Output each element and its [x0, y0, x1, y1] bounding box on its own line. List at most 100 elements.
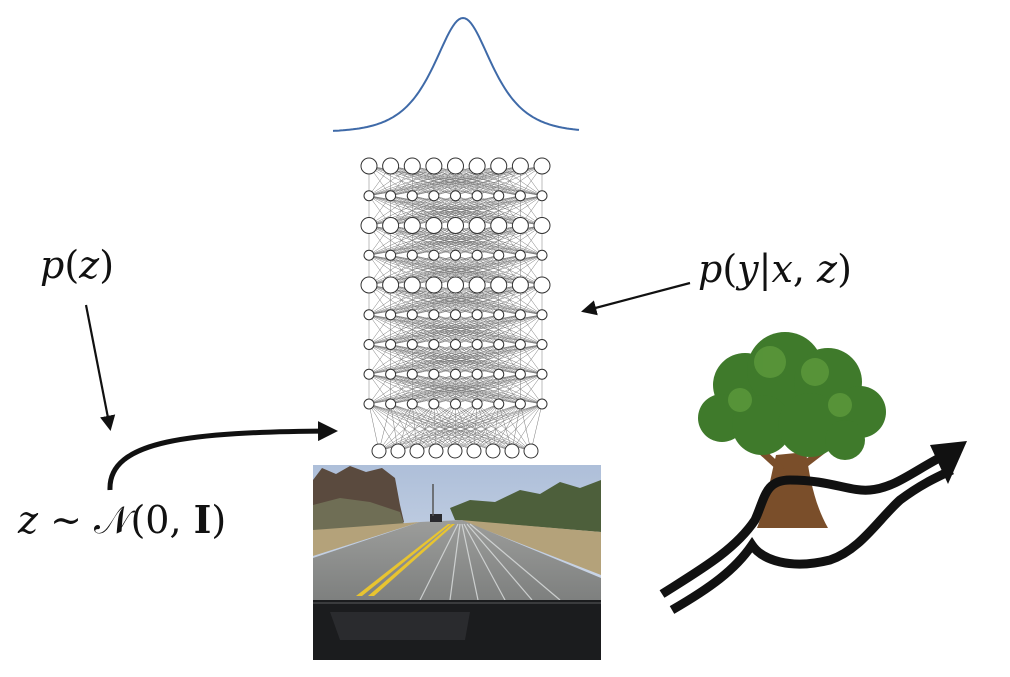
network-edge — [454, 403, 456, 452]
network-edge — [378, 403, 456, 452]
network-edge — [492, 403, 543, 452]
network-edge — [476, 403, 513, 452]
network-node — [466, 443, 482, 459]
prior-label: p(z) — [40, 243, 114, 287]
network-node — [382, 217, 400, 234]
network-edge — [368, 403, 418, 452]
network-edge — [492, 403, 499, 452]
network-edge — [433, 403, 437, 452]
network-edge — [368, 374, 456, 405]
network-edge — [390, 374, 543, 405]
network-node — [447, 443, 463, 459]
likelihood-label-x: x — [771, 247, 792, 291]
network-edge — [378, 403, 413, 452]
network-edge — [368, 225, 543, 256]
network-node — [536, 190, 548, 202]
network-edge — [416, 403, 456, 452]
network-node — [382, 276, 400, 294]
network-node — [514, 368, 526, 380]
network-edge — [368, 403, 494, 452]
network-edge — [498, 403, 513, 452]
network-edge — [368, 374, 434, 405]
network-node — [382, 157, 400, 175]
network-edge — [477, 225, 543, 256]
network-edge — [368, 374, 521, 405]
network-edge — [368, 374, 413, 405]
network-node — [471, 249, 483, 261]
sample-label-tilde: ∼ — [38, 498, 94, 542]
sample-label-z: z — [17, 498, 39, 542]
network-node — [363, 309, 375, 321]
network-edge — [498, 255, 543, 286]
network-edge — [390, 403, 494, 452]
network-edge — [378, 403, 521, 452]
network-edge — [368, 225, 434, 256]
network-edge — [368, 403, 399, 452]
network-edge — [433, 314, 543, 345]
network-node — [406, 398, 418, 410]
network-edge — [416, 403, 499, 452]
network-node — [425, 157, 443, 175]
prior-label-close: ) — [99, 243, 114, 287]
likelihood-label-comma: , — [793, 247, 817, 291]
network-edge — [511, 403, 521, 452]
network-node — [468, 276, 486, 294]
network-node — [514, 249, 526, 261]
tree-icon — [698, 332, 886, 528]
network-edge — [368, 225, 456, 256]
network-node — [511, 157, 529, 175]
sample-label-close: ) — [211, 498, 226, 542]
network-edge — [390, 403, 437, 452]
network-node — [371, 443, 387, 459]
gaussian-curve-icon — [332, 16, 580, 132]
network-node — [450, 309, 461, 321]
network-edge — [476, 403, 494, 452]
network-edge — [473, 403, 543, 452]
network-edge — [455, 403, 475, 452]
network-edge — [368, 314, 521, 345]
network-edge — [368, 195, 543, 226]
network-edge — [433, 374, 543, 405]
network-node — [406, 368, 418, 380]
network-node — [533, 217, 551, 234]
network-edge — [397, 403, 478, 452]
network-node — [450, 398, 461, 410]
network-edge — [368, 255, 434, 286]
network-edge — [511, 403, 543, 452]
network-node — [428, 309, 440, 321]
network-node — [428, 190, 440, 202]
network-edge — [368, 165, 413, 196]
network-edge — [530, 403, 543, 452]
network-node — [385, 398, 397, 410]
network-node — [406, 339, 418, 350]
network-node — [490, 157, 508, 175]
network-edge — [412, 403, 456, 452]
sample-label-identity: I — [194, 497, 212, 542]
network-edge — [498, 344, 543, 375]
network-edge — [435, 403, 521, 452]
network-node — [403, 217, 421, 234]
network-edge — [368, 284, 434, 315]
network-edge — [368, 374, 478, 405]
network-node — [447, 276, 464, 294]
network-edge — [455, 344, 543, 375]
network-edge — [390, 403, 399, 452]
network-edge — [473, 403, 499, 452]
network-node — [447, 157, 464, 175]
network-edge — [368, 344, 521, 375]
network-node — [363, 339, 375, 350]
network-node — [514, 398, 526, 410]
road-image — [313, 465, 601, 660]
network-edge — [416, 403, 478, 452]
network-node — [363, 190, 375, 202]
likelihood-label-open: ( — [722, 247, 737, 291]
network-node — [523, 443, 539, 459]
network-edge — [412, 403, 475, 452]
network-edge — [368, 225, 413, 256]
network-edge — [473, 403, 521, 452]
network-edge — [390, 403, 456, 452]
network-edge — [476, 403, 532, 452]
network-edge — [368, 314, 434, 345]
network-node — [360, 276, 378, 294]
likelihood-label-close: ) — [837, 247, 852, 291]
